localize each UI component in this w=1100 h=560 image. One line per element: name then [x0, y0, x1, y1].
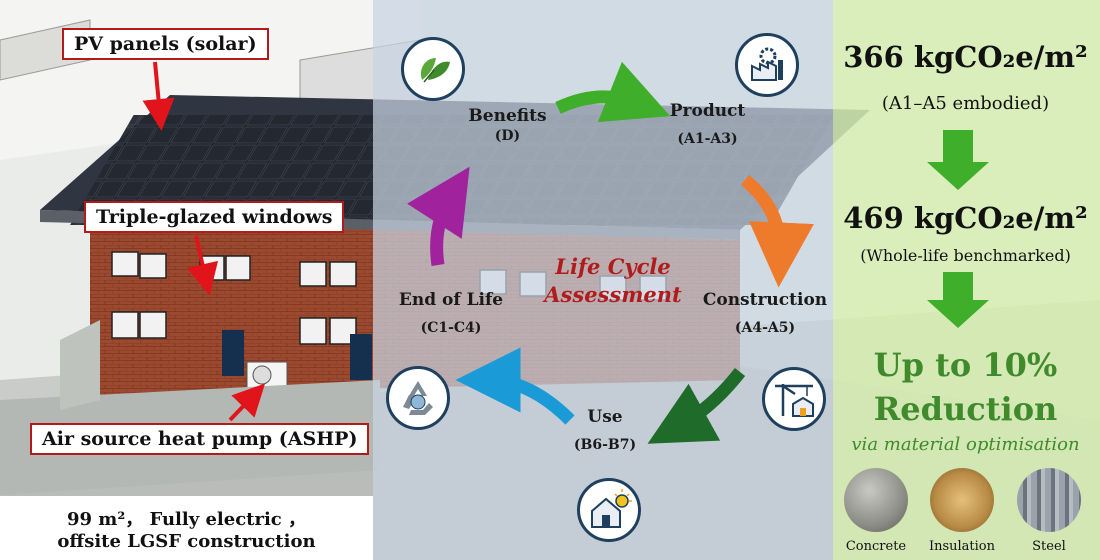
- reduction-note: via material optimisation: [851, 434, 1080, 455]
- material-steel-label: Steel: [1032, 539, 1066, 554]
- factory-gear-icon: [735, 33, 799, 97]
- callout-pv-panels: PV panels (solar): [62, 28, 269, 60]
- lca-center-title-line2: Assessment: [544, 282, 682, 307]
- stage-construction-name: Construction: [702, 290, 828, 310]
- stage-product-code: (A1-A3): [677, 131, 738, 147]
- stage-use-code: (B6-B7): [573, 437, 637, 453]
- stage-product-name: Product: [669, 101, 746, 121]
- embodied-carbon-value: 366 kgCO₂e/m²: [843, 40, 1088, 74]
- stage-benefits: Benefits (D): [455, 106, 560, 144]
- insulation-icon: [930, 468, 994, 532]
- caption-line-2: offsite LGSF construction: [57, 531, 316, 552]
- stage-use: Use (B6-B7): [555, 407, 655, 453]
- recycle-icon: [386, 366, 450, 430]
- stage-product: Product (A1-A3): [655, 101, 760, 147]
- wholelife-carbon-value: 469 kgCO₂e/m²: [843, 201, 1088, 235]
- arrow-benefits-to-product: [555, 61, 671, 123]
- callout-arrows: [142, 61, 266, 422]
- down-arrow-1: [927, 130, 989, 190]
- stage-end-of-life: End of Life (C1-C4): [386, 290, 516, 336]
- callout-triple-glazed-windows: Triple-glazed windows: [84, 201, 345, 233]
- stage-end-of-life-name: End of Life: [398, 290, 504, 310]
- stage-construction-code: (A4-A5): [734, 320, 796, 336]
- material-insulation-label: Insulation: [928, 539, 996, 554]
- house-bulb-icon: [577, 478, 641, 542]
- reduction-line-2: Reduction: [873, 390, 1058, 428]
- arrow-use-to-endoflife: [455, 347, 575, 425]
- concrete-icon: [844, 468, 908, 532]
- steel-icon: [1017, 468, 1081, 532]
- callout-ashp: Air source heat pump (ASHP): [30, 423, 370, 455]
- stage-construction: Construction (A4-A5): [700, 290, 830, 336]
- stage-use-name: Use: [587, 407, 623, 427]
- crane-icon: [762, 367, 826, 431]
- lca-center-title-line1: Life Cycle: [555, 254, 671, 279]
- caption-panel: [0, 496, 373, 560]
- arrow-construction-to-use: [647, 367, 746, 444]
- stage-benefits-code: (D): [494, 128, 521, 144]
- embodied-carbon-label: (A1–A5 embodied): [881, 93, 1050, 114]
- wholelife-carbon-label: (Whole-life benchmarked): [860, 246, 1071, 265]
- reduction-line-1: Up to 10%: [873, 346, 1058, 384]
- caption-line-1: 99 m²， Fully electric ，: [66, 509, 307, 530]
- stage-benefits-name: Benefits: [468, 106, 547, 126]
- arrow-product-to-construction: [740, 174, 814, 288]
- ashp-pointer-arrow: [228, 383, 266, 422]
- stage-end-of-life-code: (C1-C4): [420, 320, 482, 336]
- material-concrete-label: Concrete: [845, 539, 907, 554]
- window-pointer-arrow: [186, 235, 219, 296]
- leaf-icon: [401, 37, 465, 101]
- pv-pointer-arrow: [142, 61, 175, 131]
- results-down-arrows: [927, 130, 989, 328]
- arrow-endoflife-to-benefits: [407, 166, 470, 266]
- down-arrow-2: [927, 272, 989, 328]
- lca-center-title: Life Cycle Assessment: [528, 253, 698, 309]
